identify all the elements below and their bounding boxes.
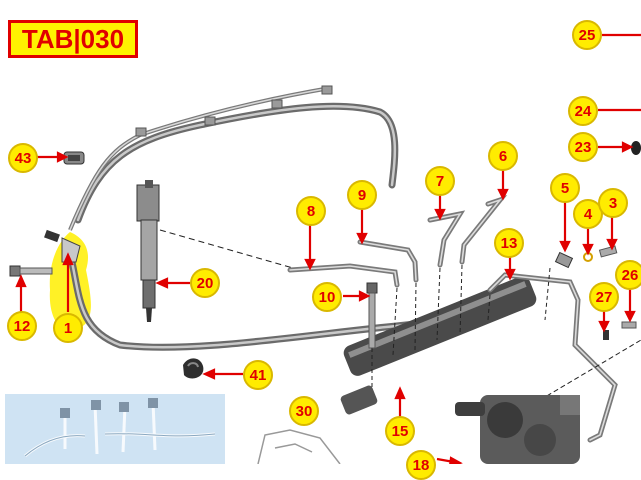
injector-drawing	[136, 180, 160, 322]
callout-18: 18	[406, 450, 436, 480]
callout-1: 1	[53, 313, 83, 343]
diagram-title: TAB|030	[21, 23, 125, 54]
callout-8: 8	[296, 196, 326, 226]
diagram-drawing	[9, 33, 641, 464]
callout-23: 23	[568, 132, 598, 162]
callout-9: 9	[347, 180, 377, 210]
callout-25: 25	[572, 20, 602, 50]
callout-6: 6	[488, 141, 518, 171]
callout-41: 41	[243, 360, 273, 390]
callout-10: 10	[312, 282, 342, 312]
rail-bolt-drawing	[366, 282, 378, 349]
callout-3: 3	[598, 188, 628, 218]
diagram-canvas: TAB|030 43 1 12 20 41 30 8 9 7 6 10 13 1…	[5, 20, 641, 480]
callout-7: 7	[425, 166, 455, 196]
clip-43-drawing	[63, 151, 85, 165]
callout-12: 12	[7, 311, 37, 341]
inset-thumbnail	[5, 394, 225, 464]
callout-26: 26	[615, 260, 641, 290]
callout-15: 15	[385, 416, 415, 446]
callout-5: 5	[550, 173, 580, 203]
callout-30: 30	[289, 396, 319, 426]
high-pressure-pump-drawing	[455, 395, 580, 464]
clip-41-drawing	[183, 358, 204, 379]
pipe-clips	[135, 85, 333, 137]
inset-drawing	[24, 398, 216, 458]
callout-43: 43	[8, 143, 38, 173]
callout-13: 13	[494, 228, 524, 258]
diagram-title-box: TAB|030	[8, 20, 138, 58]
callout-24: 24	[568, 96, 598, 126]
bolt-drawing	[9, 265, 53, 277]
callout-27: 27	[589, 282, 619, 312]
leader-arrows	[15, 33, 641, 464]
callout-20: 20	[190, 268, 220, 298]
engine-block-drawing	[257, 429, 341, 464]
